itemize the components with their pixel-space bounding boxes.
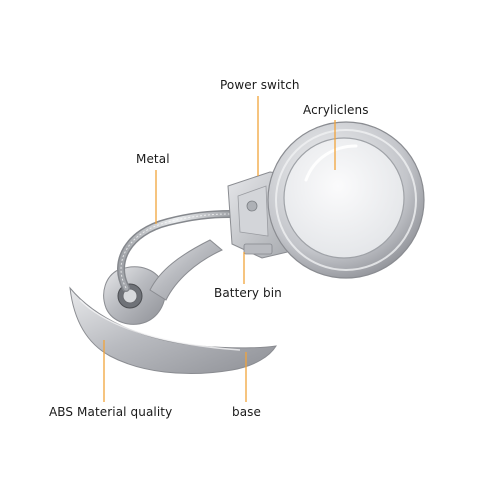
leader-lines (103, 96, 336, 402)
power-switch-button (246, 200, 258, 212)
base-shape (69, 286, 277, 374)
label-metal: Metal (136, 152, 170, 166)
acrylic-lens (283, 137, 405, 259)
label-battery-bin: Battery bin (214, 286, 282, 300)
label-base: base (232, 405, 262, 419)
battery-compartment (243, 243, 273, 255)
label-power-switch: Power switch (220, 78, 300, 92)
label-abs-material: ABS Material quality (49, 405, 173, 419)
label-acrylic-lens: Acryliclens (303, 103, 369, 117)
